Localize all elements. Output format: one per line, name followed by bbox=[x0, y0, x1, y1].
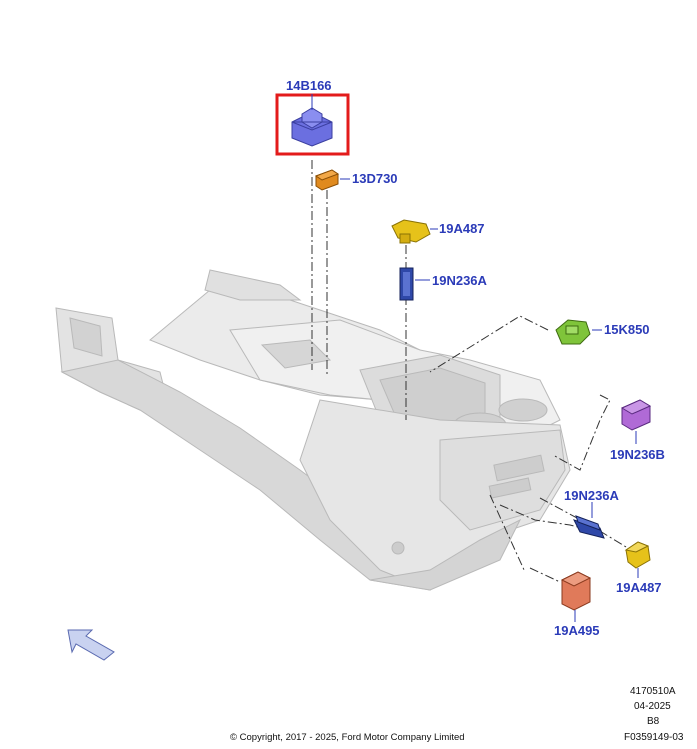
label-19A487-top: 19A487 bbox=[439, 221, 485, 236]
part-19N236A-bottom-icon[interactable] bbox=[573, 515, 605, 539]
reference-line-2: 04-2025 bbox=[634, 701, 671, 712]
part-19A495-icon[interactable] bbox=[560, 571, 592, 611]
part-19N236B-icon[interactable] bbox=[620, 399, 652, 431]
part-15K850-icon[interactable] bbox=[555, 319, 591, 345]
label-19N236B: 19N236B bbox=[610, 447, 665, 462]
front-direction-arrow-icon bbox=[67, 629, 115, 661]
label-13D730: 13D730 bbox=[352, 171, 398, 186]
label-19N236A-bottom: 19N236A bbox=[564, 488, 620, 503]
label-19A495: 19A495 bbox=[554, 623, 600, 638]
reference-line-4: F0359149-03 bbox=[624, 732, 684, 743]
label-19A487-bottom: 19A487 bbox=[616, 580, 662, 595]
reference-line-3: B8 bbox=[647, 716, 660, 727]
part-19A487-top-icon[interactable] bbox=[391, 219, 431, 244]
part-13D730-icon[interactable] bbox=[314, 169, 340, 191]
part-19A487-bottom-icon[interactable] bbox=[624, 541, 651, 569]
copyright-notice: © Copyright, 2017 - 2025, Ford Motor Com… bbox=[230, 732, 465, 743]
part-19N236A-top-icon[interactable] bbox=[399, 267, 414, 301]
center-console bbox=[55, 269, 571, 591]
label-14B166: 14B166 bbox=[286, 78, 332, 93]
label-15K850: 15K850 bbox=[604, 322, 650, 337]
reference-line-1: 4170510A bbox=[630, 686, 676, 697]
part-14B166-icon[interactable] bbox=[291, 107, 333, 147]
label-19N236A-top: 19N236A bbox=[432, 273, 488, 288]
